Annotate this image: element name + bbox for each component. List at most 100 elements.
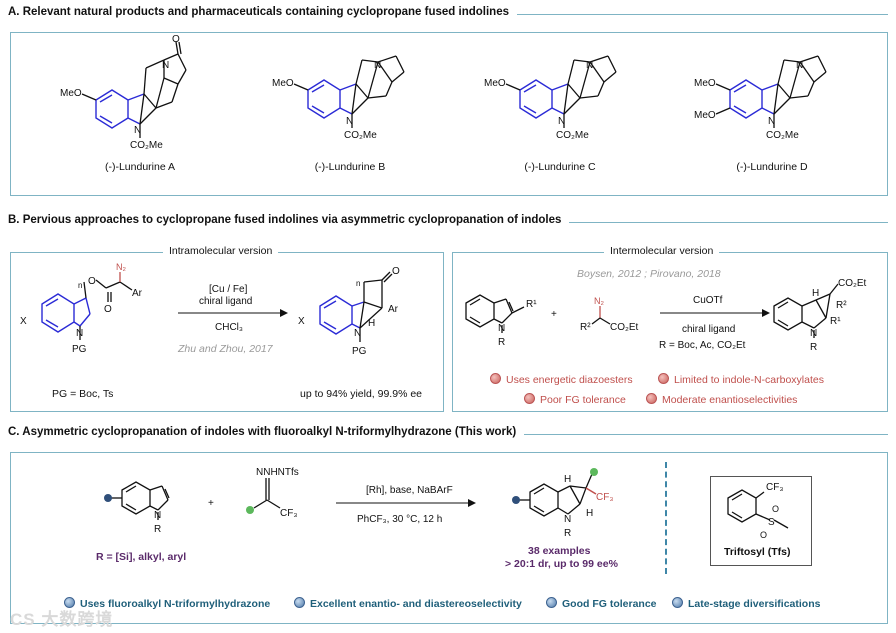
intra-catalyst: [Cu / Fe] [209,284,248,295]
label-lundurine-d: (-)-Lundurine D [736,161,808,173]
svg-text:R¹: R¹ [830,316,841,327]
svg-text:MeO: MeO [694,110,716,121]
svg-text:n: n [356,279,360,288]
svg-text:H: H [368,318,375,329]
svg-text:Ar: Ar [132,288,143,299]
svg-text:CO₂Me: CO₂Me [130,140,163,151]
molecule-lundurine-a: MeO N CO₂Me N O [60,34,187,151]
svg-text:N: N [162,60,169,71]
intramolecular-panel [10,252,444,412]
limitation-moderate-ee: Moderate enantioselectivities [646,393,797,406]
intra-citation: Zhu and Zhou, 2017 [178,343,273,355]
intra-ligand: chiral ligand [199,296,253,307]
svg-text:MeO: MeO [694,78,716,89]
svg-text:O: O [772,504,779,514]
red-bullet-icon [490,373,501,384]
inter-diazoester-structure: N₂ R² CO₂Et [580,296,639,333]
svg-text:N: N [564,514,571,525]
inter-product-structure: H CO₂Et R² R¹ N R [773,278,867,353]
advantage-selectivity: Excellent enantio- and diastereoselectiv… [294,597,522,610]
intermolecular-heading: Intermolecular version [604,245,720,257]
svg-text:R: R [154,524,161,535]
svg-text:CO₂Et: CO₂Et [838,278,867,289]
svg-text:N: N [558,116,565,127]
svg-text:MeO: MeO [272,78,294,89]
intra-pg-definition: PG = Boc, Ts [52,388,114,400]
label-lundurine-b: (-)-Lundurine B [314,161,386,173]
molecule-lundurine-b: MeO N CO₂Me N [272,55,405,141]
inter-catalyst: CuOTf [693,295,723,306]
svg-text:R²: R² [580,322,591,333]
svg-text:CF₃: CF₃ [596,492,613,503]
intra-solvent: CHCl₃ [215,322,243,333]
intra-reaction-arrow [178,309,288,317]
svg-text:NNHNTfs: NNHNTfs [256,467,299,478]
svg-text:N: N [354,328,361,339]
svg-text:PG: PG [72,344,87,355]
hydrazone-reagent-structure: NNHNTfs CF₃ [246,467,299,519]
limitation-poor-fg-tolerance: Poor FG tolerance [524,393,626,406]
svg-text:X: X [298,316,305,327]
svg-text:R¹: R¹ [526,299,537,310]
inter-plus-sign: + [551,309,557,320]
section-c-title: C. Asymmetric cyclopropanation of indole… [8,426,525,438]
svg-text:N: N [76,328,83,339]
svg-text:O: O [392,266,400,277]
section-b-title: B. Pervious approaches to cyclopropane f… [8,214,570,226]
label-lundurine-a: (-)-Lundurine A [104,161,176,173]
triftosyl-label: Triftosyl (Tfs) [724,546,791,558]
svg-text:O: O [104,304,112,315]
svg-text:O: O [88,276,96,287]
svg-text:MeO: MeO [60,88,82,99]
svg-text:n: n [78,281,82,290]
inter-reaction-arrow [660,309,770,317]
svg-text:Ar: Ar [388,304,399,315]
blue-bullet-icon [64,597,75,608]
section-a-title: A. Relevant natural products and pharmac… [8,6,517,18]
svg-text:R: R [564,528,571,539]
svg-text:N: N [810,328,817,339]
svg-text:X: X [20,316,27,327]
section-a-panel [10,32,888,196]
inter-ligand: chiral ligand [682,324,736,335]
intra-result: up to 94% yield, 99.9% ee [300,388,423,400]
svg-text:N: N [134,125,141,136]
svg-text:O: O [760,530,767,540]
svg-text:R: R [810,342,817,353]
inter-citation: Boysen, 2012 ; Pirovano, 2018 [577,268,721,280]
triftosyl-structure: CF₃ S O O [727,482,789,540]
svg-text:R: R [498,337,505,348]
this-work-selectivity: > 20:1 dr, up to 99 ee% [505,558,618,570]
limitation-energetic-diazoesters: Uses energetic diazoesters [490,373,633,386]
red-bullet-icon [646,393,657,404]
this-work-product-structure: H H CF₃ N R [512,468,613,539]
svg-text:CO₂Me: CO₂Me [556,130,589,141]
svg-text:R²: R² [836,300,847,311]
svg-text:MeO: MeO [484,78,506,89]
this-work-examples: 38 examples [528,545,591,557]
this-work-reaction-arrow [336,499,476,507]
svg-text:CO₂Me: CO₂Me [766,130,799,141]
svg-text:CF₃: CF₃ [766,482,783,493]
molecule-lundurine-c: MeO N CO₂Me N [484,55,617,141]
this-work-conditions-top: [Rh], base, NaBArF [366,485,453,496]
svg-text:CF₃: CF₃ [280,508,297,519]
blue-bullet-icon [546,597,557,608]
advantage-late-stage: Late-stage diversifications [672,597,820,610]
svg-text:H: H [564,474,571,485]
limitation-indole-n-carboxylates: Limited to indole-N-carboxylates [658,373,824,386]
intra-product-structure: X n O Ar H N PG [298,266,400,357]
red-bullet-icon [524,393,535,404]
svg-text:PG: PG [352,346,367,357]
blue-bullet-icon [294,597,305,608]
molecule-lundurine-d: MeO MeO N CO₂Me N [694,55,827,141]
svg-text:N₂: N₂ [116,262,126,272]
this-work-r-definition: R = [Si], alkyl, aryl [96,551,187,563]
svg-text:N: N [498,323,505,334]
inter-r-definition: R = Boc, Ac, CO₂Et [659,340,746,351]
intermolecular-panel [452,252,888,412]
label-lundurine-c: (-)-Lundurine C [524,161,596,173]
svg-text:N: N [768,116,775,127]
red-bullet-icon [658,373,669,384]
watermark-logo: CS 大数跨境 [10,610,114,629]
